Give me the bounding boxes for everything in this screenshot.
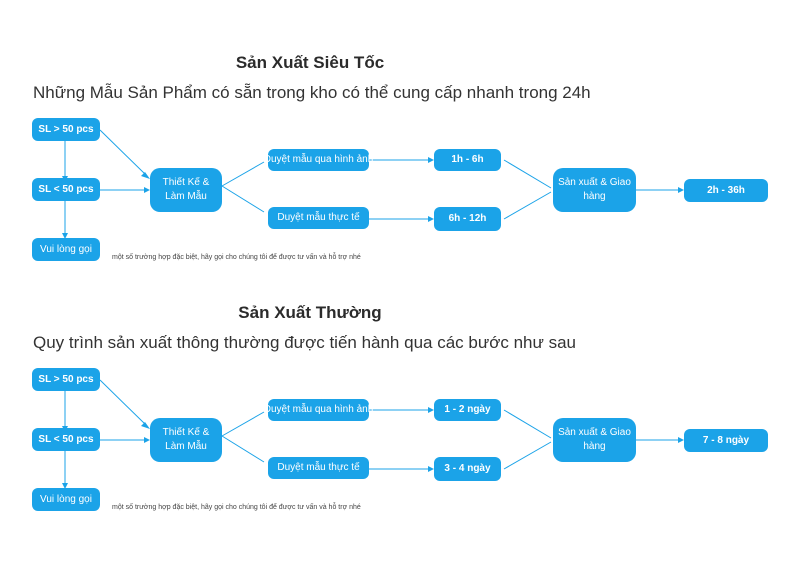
node-real-review: Duyệt mẫu thực tế — [268, 457, 369, 479]
node-total-time: 7 - 8 ngày — [684, 429, 768, 452]
section-fast-production: Sản Xuất Siêu Tốc Những Mẫu Sản Phẩm có … — [0, 0, 801, 261]
arrowhead — [428, 157, 434, 163]
connector — [503, 159, 552, 189]
connector — [99, 379, 147, 426]
arrowhead — [62, 233, 68, 239]
node-sl-under-50: SL < 50 pcs — [32, 428, 100, 451]
connector — [221, 185, 265, 213]
arrowhead — [144, 187, 150, 193]
arrowhead — [141, 172, 150, 179]
node-please-call: Vui lòng gọi — [32, 488, 100, 511]
arrowhead — [141, 422, 150, 429]
node-time-image: 1h - 6h — [434, 149, 501, 171]
node-please-call: Vui lòng gọi — [32, 238, 100, 261]
section-subtitle: Những Mẫu Sản Phẩm có sẵn trong kho có t… — [33, 83, 591, 102]
arrowhead — [428, 216, 434, 222]
node-time-real: 6h - 12h — [434, 207, 501, 231]
section-title: Sản Xuất Siêu Tốc — [235, 53, 385, 72]
connector — [99, 129, 147, 176]
special-case-note: một số trường hợp đặc biệt, hãy gọi cho … — [112, 504, 361, 511]
node-real-review: Duyệt mẫu thực tế — [268, 207, 369, 229]
special-case-note: một số trường hợp đặc biệt, hãy gọi cho … — [112, 254, 361, 261]
node-time-real: 3 - 4 ngày — [434, 457, 501, 481]
connector — [503, 441, 552, 470]
arrowhead — [678, 187, 684, 193]
arrowhead — [428, 466, 434, 472]
arrowhead — [678, 437, 684, 443]
connector — [503, 191, 552, 220]
arrowhead — [144, 437, 150, 443]
node-design-sample: Thiết Kế & Làm Mẫu — [150, 418, 222, 462]
node-image-review: Duyệt mẫu qua hình ảnh — [264, 149, 373, 171]
node-total-time: 2h - 36h — [684, 179, 768, 202]
section-subtitle: Quy trình sản xuất thông thường được tiế… — [33, 333, 577, 352]
node-production-delivery: Sản xuất & Giao hàng — [553, 418, 636, 462]
connector — [221, 411, 265, 437]
arrowhead — [428, 407, 434, 413]
flow-connectors — [62, 379, 684, 489]
arrowhead — [62, 483, 68, 489]
node-image-review: Duyệt mẫu qua hình ảnh — [264, 399, 373, 421]
node-sl-over-50: SL > 50 pcs — [32, 368, 100, 391]
node-sl-over-50: SL > 50 pcs — [32, 118, 100, 141]
section-normal-production: Sản Xuất Thường Quy trình sản xuất thông… — [0, 250, 801, 511]
section-title: Sản Xuất Thường — [238, 303, 382, 322]
flow-connectors — [62, 129, 684, 239]
connector — [503, 409, 552, 439]
node-sl-under-50: SL < 50 pcs — [32, 178, 100, 201]
connector — [221, 161, 265, 187]
node-design-sample: Thiết Kế & Làm Mẫu — [150, 168, 222, 212]
node-time-image: 1 - 2 ngày — [434, 399, 501, 421]
connector — [221, 435, 265, 463]
node-production-delivery: Sản xuất & Giao hàng — [553, 168, 636, 212]
